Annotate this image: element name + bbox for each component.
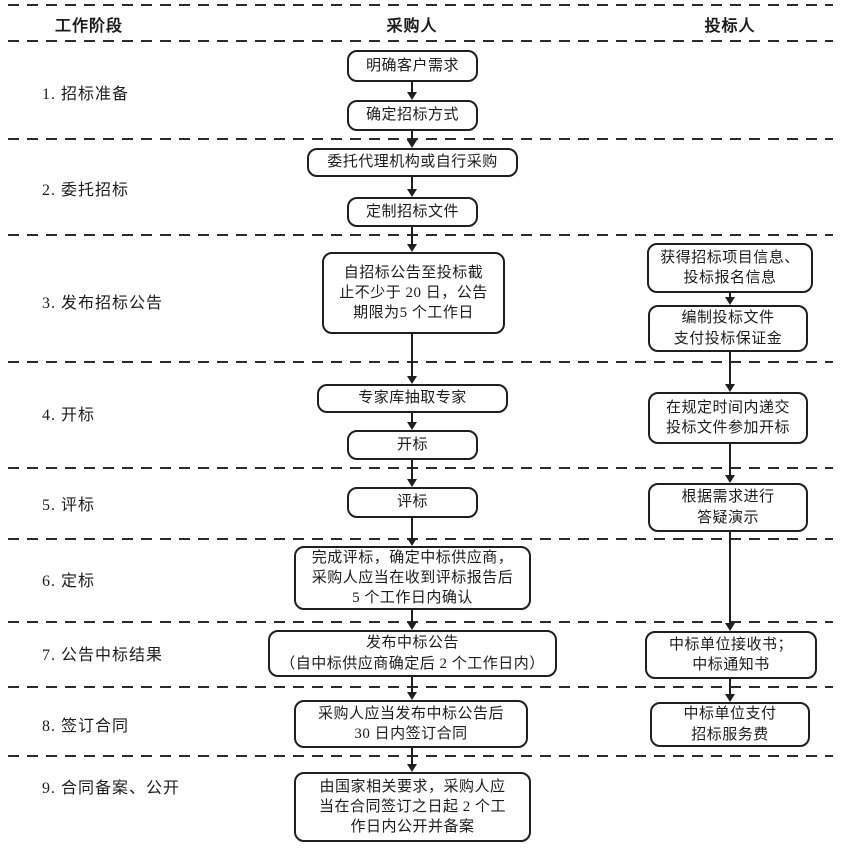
row-divider [8, 467, 833, 469]
row-divider [8, 755, 833, 757]
stage-label-3: 3. 发布招标公告 [42, 295, 164, 312]
flow-arrow-down-icon [411, 334, 413, 376]
flow-arrow-down-icon [411, 131, 413, 140]
row-divider [8, 234, 833, 236]
flow-arrow-down-icon [411, 748, 413, 764]
box-select-experts: 专家库抽取专家 [317, 384, 508, 413]
row-divider [8, 621, 833, 623]
box-submit-bid-documents: 在规定时间内递交 投标文件参加开标 [648, 392, 808, 444]
flow-arrow-down-icon [411, 677, 413, 692]
flow-arrow-down-icon [729, 532, 731, 623]
row-divider [8, 40, 833, 42]
box-clarify-customer-needs: 明确客户需求 [347, 50, 478, 82]
box-confirm-winning-supplier: 完成评标，确定中标供应商， 采购人应当在收到评标报告后 5 个工作日内确认 [294, 546, 531, 610]
row-divider [8, 138, 833, 140]
row-divider [8, 686, 833, 688]
column-header-bidder: 投标人 [704, 18, 756, 35]
stage-label-7: 7. 公告中标结果 [42, 647, 164, 664]
flow-arrow-down-icon [411, 82, 413, 92]
box-contract-filing: 由国家相关要求，采购人应 当在合同签订之日起 2 个工 作日内公开并备案 [294, 772, 531, 842]
stage-label-1: 1. 招标准备 [42, 86, 130, 103]
stage-label-8: 8. 签订合同 [42, 718, 130, 735]
flow-arrow-down-icon [411, 227, 413, 244]
flow-arrow-down-icon [411, 413, 413, 422]
flow-arrow-down-icon [729, 444, 731, 475]
box-qa-demonstration: 根据需求进行 答疑演示 [648, 483, 808, 532]
box-bid-opening: 开标 [347, 430, 478, 460]
stage-label-6: 6. 定标 [42, 573, 96, 590]
box-obtain-project-info: 获得招标项目信息、 投标报名信息 [647, 243, 813, 293]
column-header-stage: 工作阶段 [55, 18, 124, 35]
box-prepare-bidding-documents: 定制招标文件 [347, 197, 478, 227]
column-header-purchaser: 采购人 [386, 18, 438, 35]
flow-arrow-down-icon [729, 679, 731, 694]
stage-label-9: 9. 合同备案、公开 [42, 780, 181, 797]
box-entrust-agency-or-self: 委托代理机构或自行采购 [307, 148, 518, 177]
box-bid-evaluation: 评标 [347, 487, 478, 518]
row-divider [8, 538, 833, 540]
stage-label-5: 5. 评标 [42, 497, 96, 514]
row-divider [8, 361, 833, 363]
box-determine-bidding-method: 确定招标方式 [347, 100, 478, 131]
row-divider [8, 4, 833, 6]
box-pay-service-fee: 中标单位支付 招标服务费 [650, 702, 810, 747]
flow-arrow-down-icon [411, 177, 413, 189]
box-publish-award-announcement: 发布中标公告 （自中标供应商确定后 2 个工作日内） [268, 630, 557, 677]
flow-arrow-down-icon [411, 610, 413, 622]
flow-arrow-down-icon [729, 293, 731, 297]
box-acceptance-letter: 中标单位接收书； 中标通知书 [645, 631, 817, 679]
box-sign-contract: 采购人应当发布中标公告后 30 日内签订合同 [294, 700, 528, 748]
flow-arrow-down-icon [411, 518, 413, 538]
stage-label-2: 2. 委托招标 [42, 182, 130, 199]
box-announcement-period: 自招标公告至投标截 止不少于 20 日，公告 期限为5 个工作日 [322, 252, 505, 334]
flow-arrow-down-icon [411, 460, 413, 479]
box-prepare-bid-documents: 编制投标文件 支付投标保证金 [648, 305, 808, 352]
flow-arrow-down-icon [729, 352, 731, 384]
stage-label-4: 4. 开标 [42, 407, 96, 424]
